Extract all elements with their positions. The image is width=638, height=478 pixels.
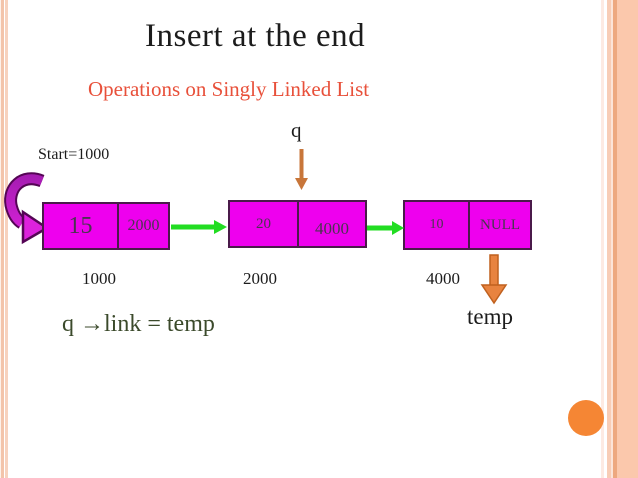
node1-data-field: 15 [68,212,93,239]
node3-data-field: 10 [429,217,444,232]
next-pointer-arrow-icon-1 [171,220,227,234]
node1-link-field: 2000 [117,204,168,248]
node-address-label-3: 4000 [426,269,460,288]
linked-list-node-2: 20 4000 [228,200,367,248]
q-pointer-arrow-icon [295,149,308,190]
slide-title: Insert at the end [145,18,366,54]
linked-list-node-1: 15 2000 [42,202,170,250]
formula-text: q →link = temp [62,311,215,337]
linked-list-node-3: 10 NULL [403,200,532,250]
start-pointer-arrow-icon [4,172,50,245]
temp-pointer-label: temp [467,304,513,329]
node3-link-field: NULL [468,202,530,248]
next-pointer-arrow-icon-2 [367,221,404,235]
decorative-circle [568,400,604,436]
left-border-stripes [0,0,9,478]
start-pointer-label: Start=1000 [38,146,110,163]
temp-pointer-arrow-icon [480,254,508,305]
right-border-stripes [601,0,638,478]
q-pointer-label: q [291,118,302,142]
node-address-label-2: 2000 [243,269,277,288]
node2-link-field: 4000 [297,202,365,246]
slide-subtitle: Operations on Singly Linked List [88,77,370,101]
node-address-label-1: 1000 [82,269,116,288]
node2-data-field: 20 [256,215,271,232]
